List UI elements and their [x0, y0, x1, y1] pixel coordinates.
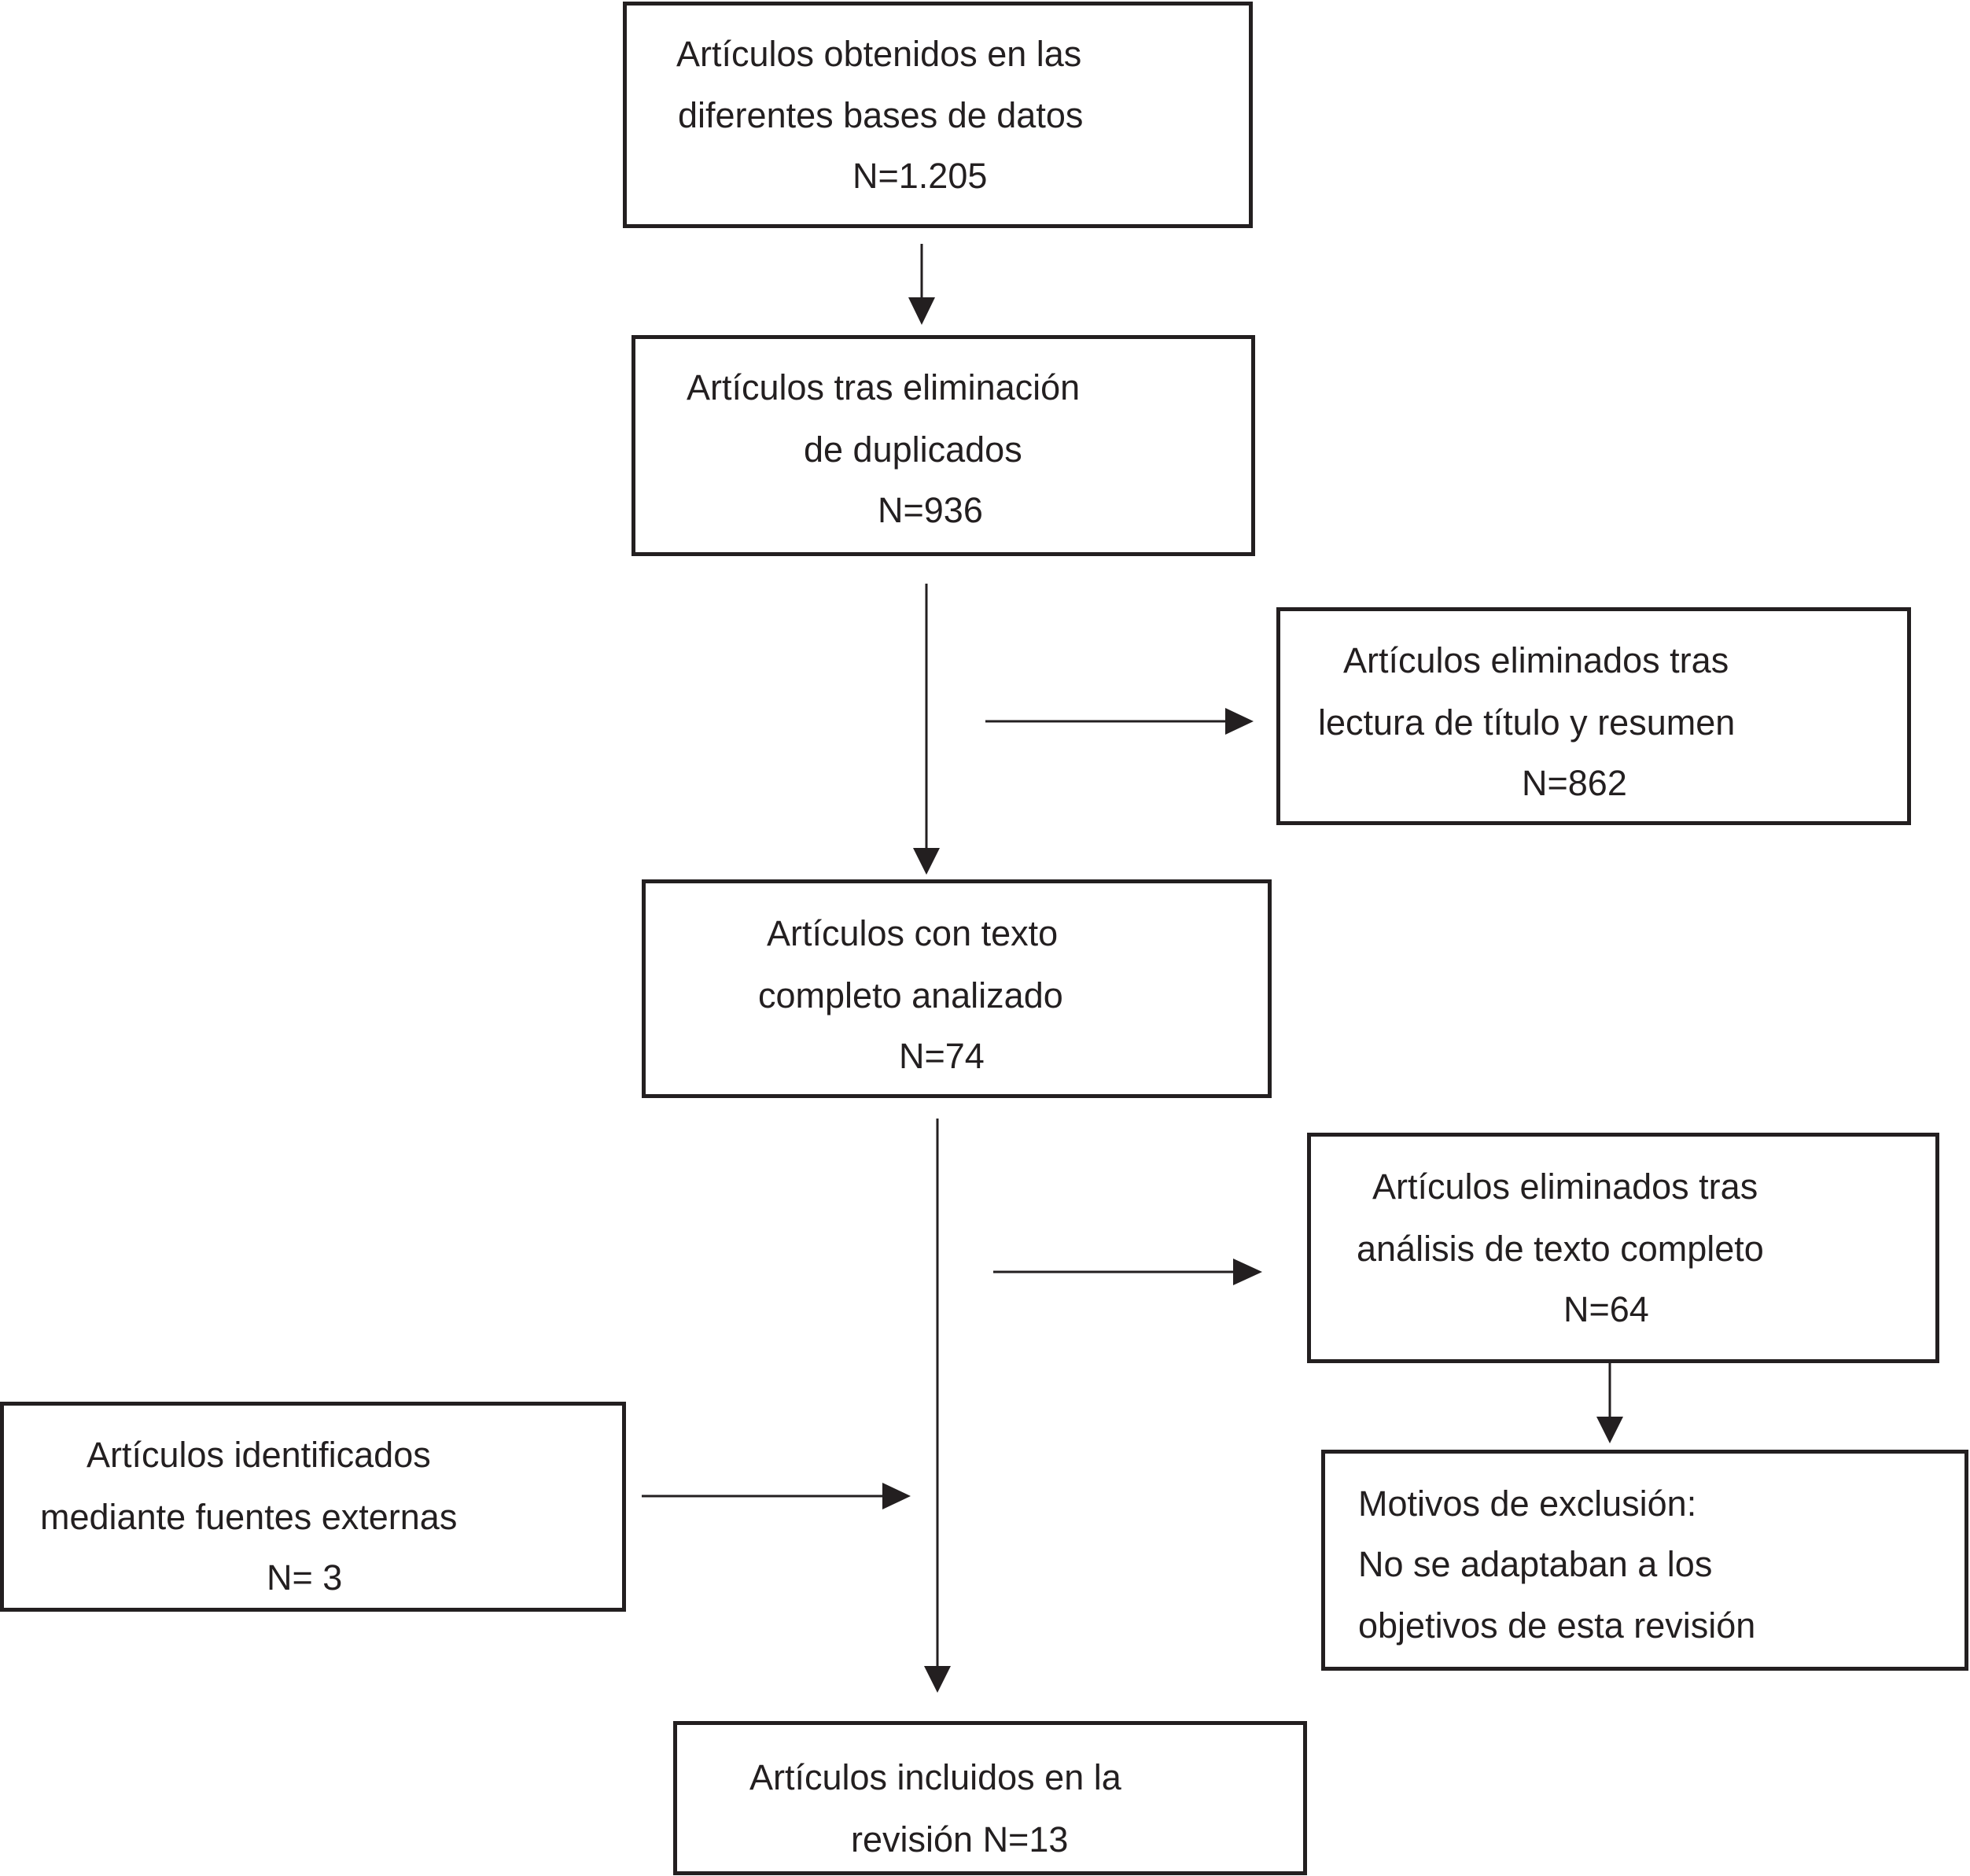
- box-removed-title-abstract-line-2: lectura de título y resumen: [1318, 702, 1736, 743]
- box-included-in-review: [673, 1721, 1307, 1875]
- box-removed-full-text-line-1: Artículos eliminados tras: [1372, 1167, 1758, 1207]
- box-exclusion-reasons-line-3: objetivos de esta revisión: [1358, 1605, 1756, 1646]
- box-after-duplicates-count: N=936: [878, 490, 983, 530]
- box-removed-title-abstract: [1276, 607, 1911, 825]
- box-full-text-analyzed-count: N=74: [899, 1036, 985, 1076]
- arrow-to-box5: [993, 1259, 1262, 1285]
- arrow-box2-to-box4: [913, 584, 940, 875]
- box-articles-obtained-line-2: diferentes bases de datos: [678, 95, 1084, 135]
- box-full-text-analyzed-line-2: completo analizado: [758, 975, 1063, 1015]
- box-articles-obtained: [623, 2, 1253, 228]
- box-full-text-analyzed: [642, 879, 1272, 1098]
- box-removed-title-abstract-count: N=862: [1522, 763, 1627, 803]
- arrow-box1-to-box2: [908, 244, 935, 325]
- box-articles-obtained-count: N=1.205: [852, 156, 988, 196]
- box-external-sources-line-2: mediante fuentes externas: [40, 1497, 458, 1537]
- box-after-duplicates: [632, 335, 1255, 556]
- box-exclusion-reasons: [1321, 1450, 1968, 1671]
- box-removed-full-text-count: N=64: [1563, 1289, 1649, 1329]
- box-removed-full-text-line-2: análisis de texto completo: [1357, 1229, 1764, 1269]
- box-external-sources-count: N= 3: [267, 1557, 343, 1598]
- box-included-in-review-line-2: revisión N=13: [851, 1819, 1069, 1859]
- box-full-text-analyzed-line-1: Artículos con texto: [767, 913, 1059, 953]
- box-included-in-review-line-1: Artículos incluidos en la: [749, 1757, 1121, 1797]
- box-external-sources-line-1: Artículos identificados: [87, 1435, 431, 1475]
- arrow-box4-to-box8: [924, 1119, 951, 1693]
- box-removed-full-text: [1307, 1133, 1939, 1363]
- box-articles-obtained-line-1: Artículos obtenidos en las: [676, 34, 1082, 74]
- arrow-box6-to-flow: [642, 1483, 911, 1509]
- box-external-sources: [0, 1402, 626, 1612]
- arrow-box5-to-box7: [1596, 1362, 1623, 1443]
- box-exclusion-reasons-line-1: Motivos de exclusión:: [1358, 1483, 1697, 1524]
- arrow-to-box3: [985, 708, 1254, 735]
- box-exclusion-reasons-line-2: No se adaptaban a los: [1358, 1544, 1713, 1584]
- box-after-duplicates-line-2: de duplicados: [804, 429, 1022, 470]
- box-removed-title-abstract-line-1: Artículos eliminados tras: [1343, 640, 1729, 680]
- box-after-duplicates-line-1: Artículos tras eliminación: [687, 367, 1081, 407]
